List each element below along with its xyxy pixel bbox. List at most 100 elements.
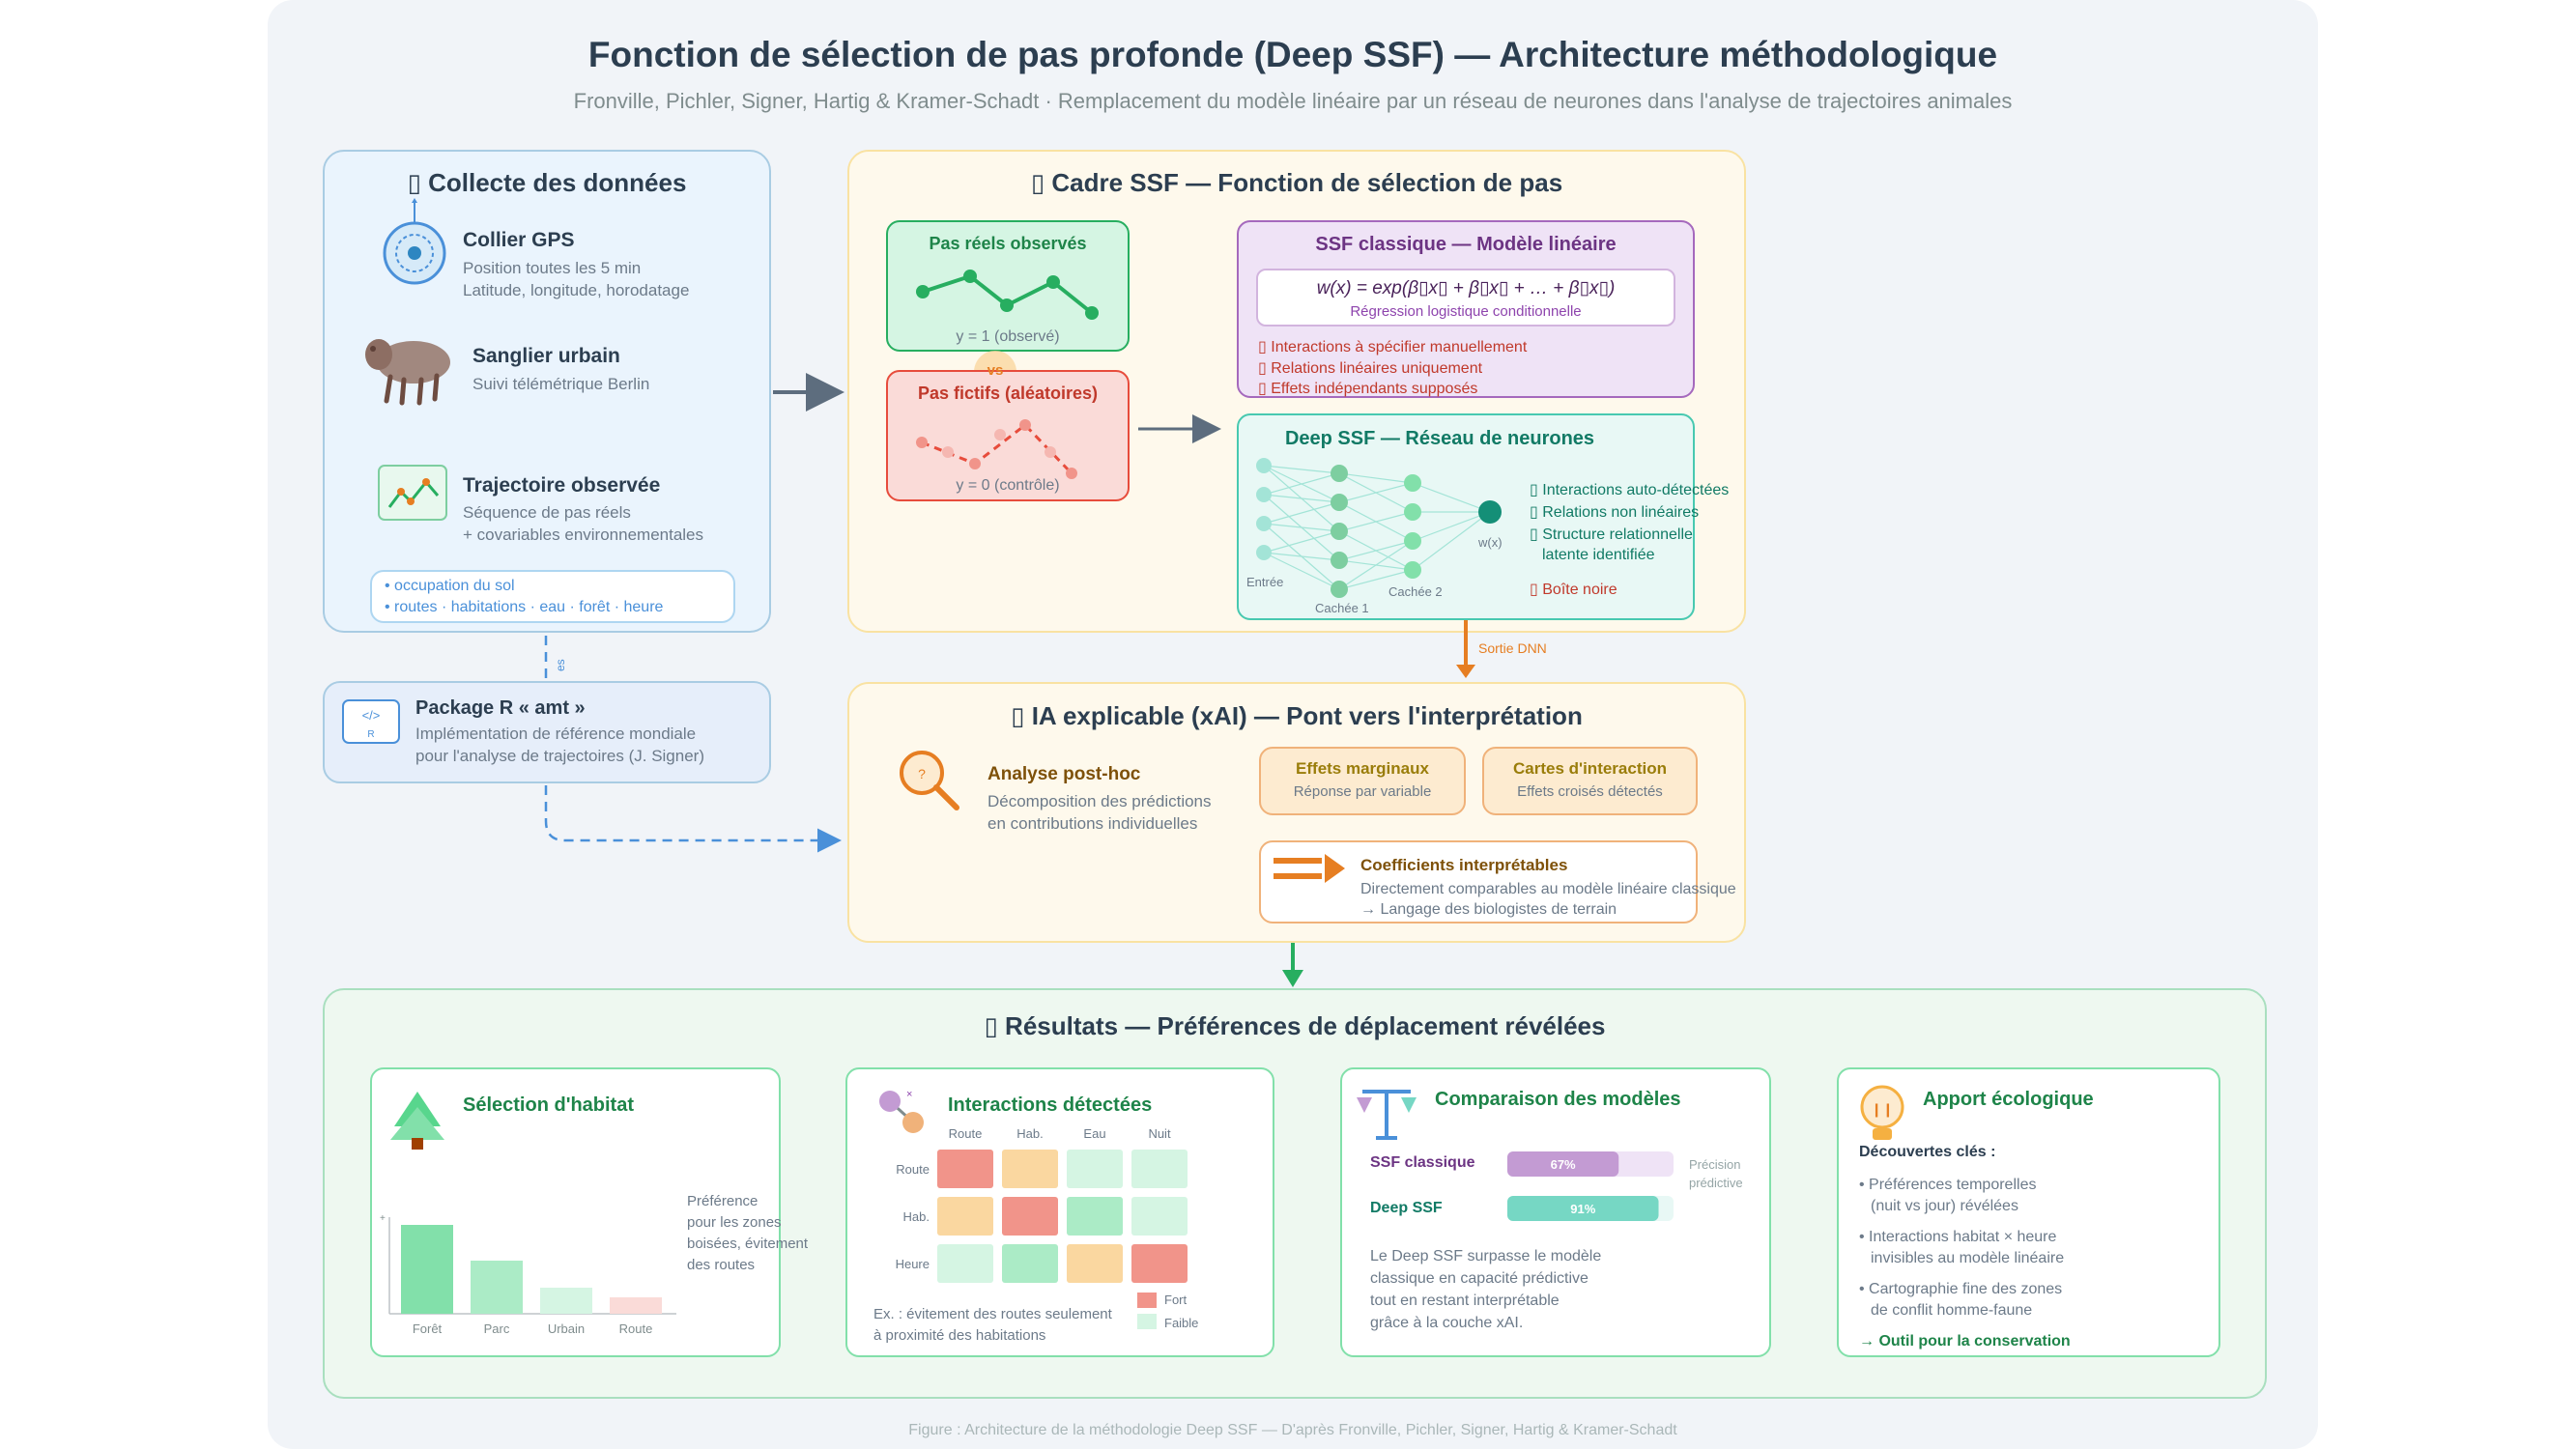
accuracy-bar-value: 91% <box>1570 1202 1595 1216</box>
coefficients-card <box>1259 840 1698 923</box>
comparison-text-3: tout en restant interprétable <box>1370 1293 1560 1309</box>
heatmap-col-label: Hab. <box>1016 1126 1043 1141</box>
formula-text: w(x) = exp(β▯x▯ + β▯x▯ + … + β▯x▯) <box>1316 278 1616 298</box>
habitat-bar-label: Parc <box>484 1321 510 1336</box>
trajectory-line1: Séquence de pas réels <box>463 503 631 522</box>
gps-title: Collier GPS <box>463 229 575 251</box>
covariates-line2: • routes · habitations · eau · forêt · h… <box>385 599 664 615</box>
ecology-item-3b: de conflit homme-faune <box>1871 1302 2033 1319</box>
observed-steps-path <box>916 270 1099 320</box>
marginal-effects-title: Effets marginaux <box>1296 759 1429 778</box>
heatmap-row-label: Hab. <box>903 1209 930 1224</box>
tree-icon <box>390 1092 444 1150</box>
ecology-title: Apport écologique <box>1923 1089 2094 1110</box>
metric-label-2: prédictive <box>1689 1176 1743 1190</box>
classic-ssf-title: SSF classique — Modèle linéaire <box>1315 234 1617 255</box>
marginal-effects-sub: Réponse par variable <box>1293 783 1432 800</box>
deep-bar-label: Deep SSF <box>1370 1200 1443 1216</box>
code-file-icon: </> R <box>342 699 400 744</box>
habitat-note-1: Préférence <box>687 1193 758 1209</box>
boar-title: Sanglier urbain <box>472 345 620 367</box>
habitat-bar-label: Urbain <box>548 1321 585 1336</box>
ecology-item-1b: (nuit vs jour) révélées <box>1871 1198 2018 1214</box>
magnifier-icon: ? <box>900 751 959 810</box>
classic-bar-label: SSF classique <box>1370 1154 1475 1171</box>
coefficients-line1: Directement comparables au modèle linéai… <box>1360 881 1736 897</box>
molecule-icon: × <box>879 1089 924 1133</box>
heatmap-cell <box>1067 1150 1123 1188</box>
interactions-example-2: à proximité des habitations <box>873 1327 1046 1344</box>
formula-box <box>1256 269 1675 327</box>
habitat-bar-label: Forêt <box>413 1321 443 1336</box>
balance-scale-icon <box>1357 1090 1417 1140</box>
nn-hidden2-label: Cachée 2 <box>1388 584 1443 599</box>
heatmap-col-label: Eau <box>1083 1126 1105 1141</box>
formula-subtitle: Régression logistique conditionnelle <box>1350 303 1582 320</box>
ssf-framework-title: ▯ Cadre SSF — Fonction de sélection de p… <box>1030 168 1563 197</box>
classic-issue-2: ▯ Relations linéaires uniquement <box>1258 360 1483 377</box>
ecology-item-2a: • Interactions habitat × heure <box>1859 1229 2057 1245</box>
code-glyph: </> <box>362 708 381 723</box>
covariates-line1: • occupation du sol <box>385 578 515 594</box>
r-package-line1: Implémentation de référence mondiale <box>415 724 697 743</box>
page-subtitle: Fronville, Pichler, Signer, Hartig & Kra… <box>573 89 2013 113</box>
heatmap-col-label: Nuit <box>1148 1126 1171 1141</box>
habitat-bar <box>401 1225 453 1314</box>
r-glyph: R <box>367 729 374 740</box>
vs-label: vs <box>987 362 1004 379</box>
r-package-title: Package R « amt » <box>415 697 586 719</box>
deep-feature-1: ▯ Interactions auto-détectées <box>1530 482 1730 498</box>
posthoc-title: Analyse post-hoc <box>987 764 1141 784</box>
blackbox-warning: ▯ Boîte noire <box>1530 582 1617 598</box>
results-title: ▯ Résultats — Préférences de déplacement… <box>984 1011 1606 1040</box>
random-steps-card <box>886 370 1130 501</box>
neural-network-diagram <box>1256 458 1502 598</box>
random-steps-caption: y = 0 (contrôle) <box>956 477 1060 494</box>
deep-ssf-card <box>1237 413 1695 620</box>
posthoc-line2: en contributions individuelles <box>987 814 1198 833</box>
heatmap-cell <box>1131 1150 1188 1188</box>
lightbulb-icon: ❙❙ <box>1860 1085 1904 1140</box>
conservation-callout: → Outil pour la conservation <box>1859 1333 2071 1350</box>
habitat-note-2: pour les zones <box>687 1214 782 1231</box>
habitat-note-3: boisées, évitement <box>687 1236 809 1252</box>
interaction-maps-title: Cartes d'interaction <box>1513 759 1667 778</box>
heatmap-cell <box>1131 1197 1188 1236</box>
legend-strong-label: Fort <box>1164 1293 1188 1307</box>
observed-steps-card <box>886 220 1130 352</box>
heatmap-cell <box>1002 1244 1058 1283</box>
figure-caption: Figure : Architecture de la méthodologie… <box>908 1422 1677 1438</box>
comparison-title: Comparaison des modèles <box>1435 1089 1681 1110</box>
molecule-glyph: × <box>906 1089 912 1100</box>
habitat-title: Sélection d'habitat <box>463 1094 635 1116</box>
gps-collar-icon <box>383 198 446 285</box>
trajectory-line2: + covariables environnementales <box>463 526 704 544</box>
habitat-axis-marker: + <box>380 1213 386 1224</box>
habitat-bar <box>471 1261 523 1314</box>
classic-issue-1: ▯ Interactions à spécifier manuellement <box>1258 339 1528 355</box>
lightbulb-glyph: ❙❙ <box>1871 1101 1893 1118</box>
habitat-bar <box>540 1288 592 1314</box>
accuracy-bar-chart: 67%91% <box>1507 1151 1674 1221</box>
heatmap-row-label: Route <box>896 1162 930 1177</box>
observed-steps-title: Pas réels observés <box>929 234 1087 253</box>
ecology-item-1a: • Préférences temporelles <box>1859 1177 2037 1193</box>
marginal-effects-card <box>1259 747 1466 815</box>
legend-strong-swatch <box>1137 1293 1157 1308</box>
interactions-example-1: Ex. : évitement des routes seulement <box>873 1306 1112 1322</box>
accuracy-bar <box>1507 1151 1619 1177</box>
magnifier-glyph: ? <box>918 766 926 781</box>
heatmap-cell <box>1067 1197 1123 1236</box>
page-title: Fonction de sélection de pas profonde (D… <box>587 35 1998 74</box>
accuracy-bar <box>1507 1196 1659 1221</box>
interaction-maps-sub: Effets croisés détectés <box>1517 783 1663 800</box>
arrow-right-icon <box>1274 854 1345 883</box>
random-steps-path <box>916 419 1077 479</box>
gps-line2: Latitude, longitude, horodatage <box>463 281 690 299</box>
heatmap-cell <box>1002 1150 1058 1188</box>
habitat-bar <box>610 1297 662 1314</box>
r-package-line2: pour l'analyse de trajectoires (J. Signe… <box>415 747 704 765</box>
amt-link-label: es <box>554 659 567 671</box>
